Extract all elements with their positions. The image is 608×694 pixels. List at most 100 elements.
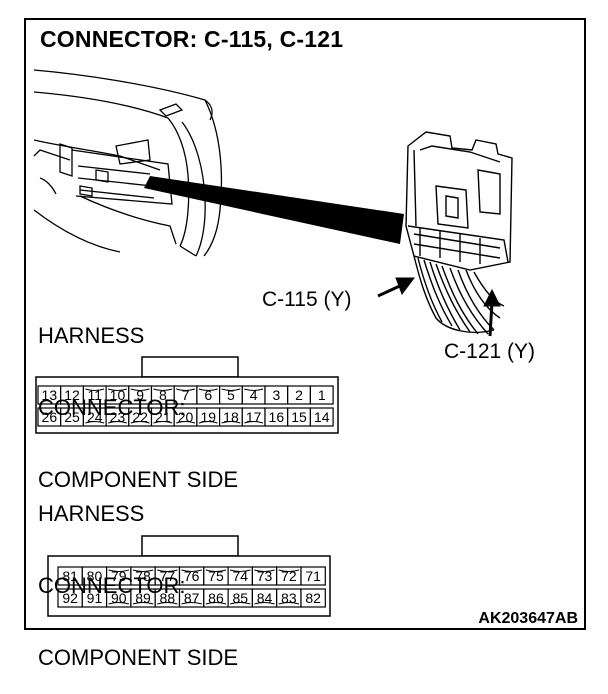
c115-pin-notch: [176, 421, 196, 424]
c121-pin-notch: [229, 569, 251, 572]
c115-pin-number: 17: [246, 409, 262, 425]
c121-pin-number: 78: [135, 568, 151, 584]
diagram-frame: [24, 18, 586, 630]
c115-pin-number: 7: [182, 387, 190, 403]
c115-pin-notch: [221, 421, 241, 424]
callout-c115: C-115 (Y): [262, 288, 352, 311]
c115-pin-number: 22: [132, 409, 148, 425]
connector-c121-label: HARNESS CONNECTOR: COMPONENT SIDE: [38, 454, 238, 694]
label-line: HARNESS: [38, 501, 145, 526]
diagram-title: CONNECTOR: C-115, C-121: [40, 26, 344, 52]
c115-pin-notch: [130, 388, 150, 391]
c115-pin-notch: [153, 388, 173, 391]
c121-pin-number: 82: [305, 590, 321, 606]
c121-pin-number: 92: [62, 590, 78, 606]
c121-pin-number: 91: [87, 590, 103, 606]
c121-pin-notch: [205, 569, 227, 572]
c121-pin-notch: [181, 569, 202, 572]
c121-pin-number: 75: [208, 568, 224, 584]
c121-pin-cell: [300, 588, 326, 608]
c115-pin-notch: [198, 421, 218, 424]
c115-pin-notch: [107, 388, 127, 391]
c115-pin-number: 6: [204, 387, 212, 403]
c115-pin-number: 5: [227, 387, 235, 403]
c115-pin-notch: [221, 388, 241, 391]
c121-pin-number: 71: [305, 568, 321, 584]
c121-pin-number: 81: [62, 568, 78, 584]
c115-pin-number: 18: [223, 409, 239, 425]
c121-pin-number: 79: [111, 568, 127, 584]
c121-pin-number: 90: [111, 590, 127, 606]
c121-pin-cell: [300, 566, 326, 586]
c115-pin-number: 1: [318, 387, 326, 403]
label-line: CONNECTOR:: [38, 395, 186, 420]
c115-pin-notch: [130, 421, 150, 424]
callout-c121: C-121 (Y): [444, 340, 536, 363]
c115-pin-number: 16: [269, 409, 285, 425]
c121-pin-number: 89: [135, 590, 151, 606]
c121-pin-notch: [108, 602, 130, 605]
c115-pin-number: 14: [314, 409, 330, 425]
c121-pin-number: 80: [87, 568, 103, 584]
c121-pin-notch: [278, 602, 300, 605]
c115-pin-number: 26: [42, 409, 58, 425]
c121-pin-notch: [132, 602, 154, 605]
c115-pin-number: 11: [87, 387, 102, 403]
c115-pin-number: 21: [155, 409, 171, 425]
c121-pin-number: 86: [208, 590, 224, 606]
c121-pin-notch: [157, 569, 178, 572]
callout-arrows: [377, 277, 501, 337]
c115-pin-number: 15: [291, 409, 307, 425]
c121-pin-number: 83: [281, 590, 297, 606]
c115-pin-notch: [153, 421, 173, 424]
c115-pin-notch: [85, 388, 105, 391]
c121-pin-notch: [205, 602, 227, 605]
c115-pin-number: 25: [64, 409, 80, 425]
c121-pin-notch: [229, 602, 251, 605]
label-line: HARNESS: [38, 323, 145, 348]
c115-pin-number: 24: [87, 409, 103, 425]
c121-pin-number: 87: [184, 590, 200, 606]
figure-code: AK203647AB: [478, 610, 578, 627]
c121-pin-notch: [108, 569, 130, 572]
c115-pin-cell: [309, 407, 334, 427]
c115-pin-number: 13: [42, 387, 58, 403]
c115-pin-number: 23: [110, 409, 126, 425]
c115-pin-number: 4: [250, 387, 258, 403]
label-line: COMPONENT SIDE: [38, 467, 239, 492]
c115-pin-number: 2: [295, 387, 303, 403]
pointer-wedge: [144, 176, 404, 244]
c121-pin-number: 84: [257, 590, 273, 606]
c115-pin-notch: [107, 421, 127, 424]
c121-pin-number: 76: [184, 568, 200, 584]
c115-pin-number: 12: [64, 387, 80, 403]
ecu-module-illustration: [405, 131, 513, 335]
c121-pin-notch: [254, 602, 275, 605]
c121-pin-number: 88: [160, 590, 176, 606]
c121-pin-number: 74: [232, 568, 248, 584]
connector-c121-face: 81 80 79 78 77 76 75 74 73 72 71 92 91 90 89 88 87 86 85 84…: [47, 535, 331, 617]
c115-pin-notch: [176, 388, 196, 391]
connector-c115-label: HARNESS CONNECTOR: COMPONENT SIDE: [38, 276, 238, 516]
c121-pin-notch: [132, 569, 154, 572]
c121-pin-number: 77: [160, 568, 176, 584]
c121-pin-notch: [278, 569, 300, 572]
c121-pin-number: 73: [257, 568, 273, 584]
c115-pin-number: 8: [159, 387, 167, 403]
c115-pin-number: 3: [272, 387, 280, 403]
c121-pin-notch: [157, 602, 178, 605]
c121-pin-notch: [181, 602, 202, 605]
label-line: CONNECTOR:: [38, 573, 186, 598]
c115-pin-cell: [309, 385, 334, 405]
c115-pin-notch: [198, 388, 218, 391]
c121-pin-number: 72: [281, 568, 297, 584]
c115-pin-notch: [244, 388, 264, 391]
c115-pin-number: 9: [136, 387, 144, 403]
c115-pin-number: 20: [178, 409, 194, 425]
c115-pin-notch: [85, 421, 105, 424]
c115-pin-notch: [244, 421, 264, 424]
c121-pin-number: 85: [232, 590, 248, 606]
c115-pin-number: 19: [200, 409, 216, 425]
